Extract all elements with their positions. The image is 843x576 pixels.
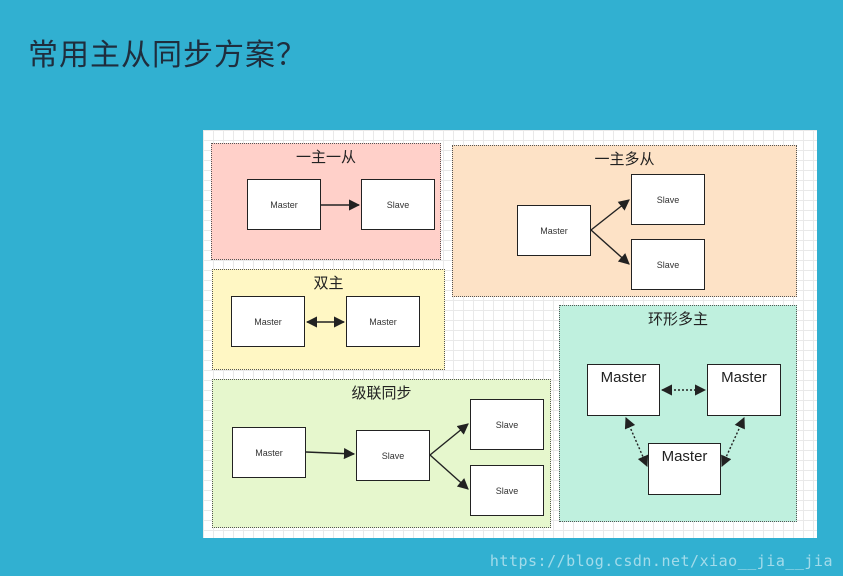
slave-node[interactable]: Slave [470, 399, 544, 450]
slave-node[interactable]: Slave [356, 430, 430, 481]
diagram-canvas: 一主一从 一主多从 双主 环形多主 级联同步 Master Slave Mast… [203, 130, 817, 538]
master-node[interactable]: Master [232, 427, 306, 478]
group-one-master-multi-slave: 一主多从 [452, 145, 797, 297]
group-title: 一主一从 [295, 148, 356, 166]
slave-node[interactable]: Slave [361, 179, 435, 230]
watermark: https://blog.csdn.net/xiao__jia__jia [489, 552, 833, 570]
master-node[interactable]: Master [517, 205, 591, 256]
master-node[interactable]: Master [707, 364, 781, 416]
group-title: 双主 [313, 274, 344, 292]
group-title: 级联同步 [351, 384, 412, 402]
group-title: 环形多主 [647, 310, 708, 328]
master-node[interactable]: Master [346, 296, 420, 347]
slave-node[interactable]: Slave [470, 465, 544, 516]
group-title: 一主多从 [594, 150, 655, 168]
master-node[interactable]: Master [648, 443, 721, 495]
slave-node[interactable]: Slave [631, 174, 705, 225]
master-node[interactable]: Master [231, 296, 305, 347]
master-node[interactable]: Master [587, 364, 660, 416]
master-node[interactable]: Master [247, 179, 321, 230]
slave-node[interactable]: Slave [631, 239, 705, 290]
page-title: 常用主从同步方案？ [28, 38, 307, 73]
